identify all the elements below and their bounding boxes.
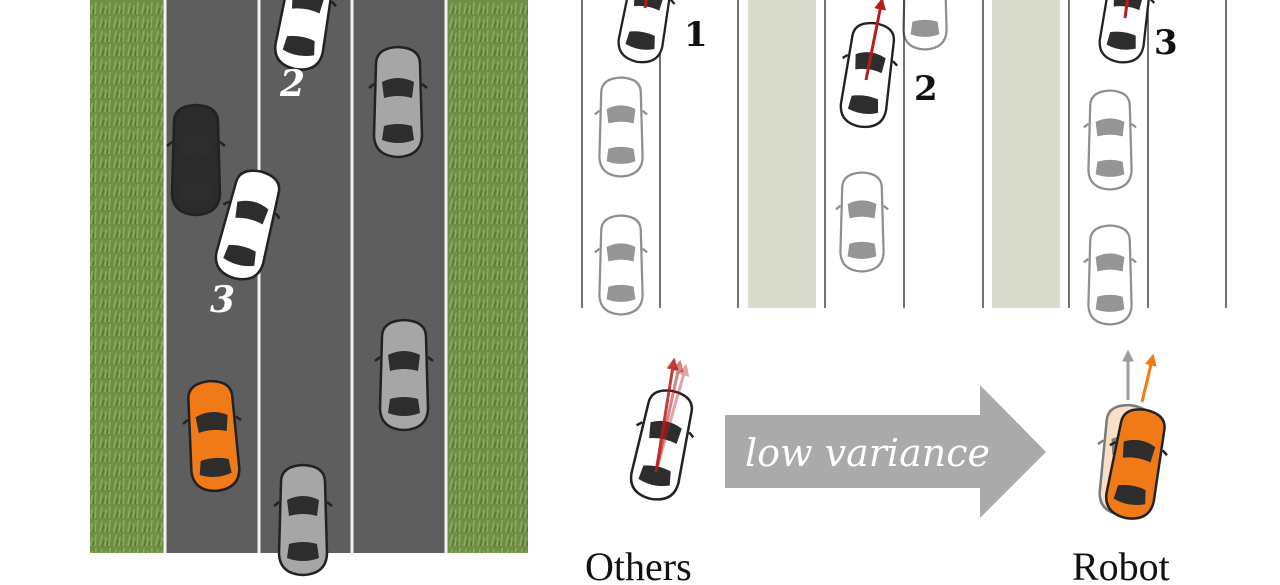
grass-right: [446, 0, 528, 553]
arrow-text: low variance: [745, 431, 990, 475]
car-label-2: 2: [279, 63, 305, 105]
white-car-1: [609, 0, 683, 68]
ghost-car: [897, 0, 953, 51]
heading-arrow: [643, 0, 648, 9]
gray-car: [272, 463, 334, 577]
ghost-car: [593, 76, 649, 178]
ghost-car: [834, 171, 890, 273]
big-arrow: [725, 385, 1046, 518]
median-strip: [748, 0, 816, 308]
gray-car: [367, 45, 429, 159]
others-heading-arrows: [654, 357, 690, 473]
ghost-car: [1082, 224, 1138, 326]
heading-arrow: [864, 0, 887, 81]
car-label-3: 3: [210, 279, 235, 321]
robot-heading-arrow-orange: [1140, 353, 1157, 403]
right-top-scene: 1 2 3: [581, 0, 1227, 326]
heading-arrow: [1123, 0, 1129, 19]
car-label-1: 1: [684, 15, 708, 55]
gray-car: [373, 318, 435, 432]
left-scene: 2 3: [90, 0, 528, 577]
ghost-car: [593, 214, 649, 316]
robot-caption: Robot: [1072, 544, 1170, 585]
others-caption: Others: [585, 544, 692, 585]
variance-illustration: low variance Others Robot: [585, 349, 1176, 585]
car-label-3: 3: [1154, 23, 1178, 63]
ghost-car: [1082, 89, 1138, 191]
grass-left: [90, 0, 165, 553]
median-strip: [992, 0, 1060, 308]
car-label-2: 2: [914, 69, 938, 109]
black-car: [165, 103, 227, 217]
